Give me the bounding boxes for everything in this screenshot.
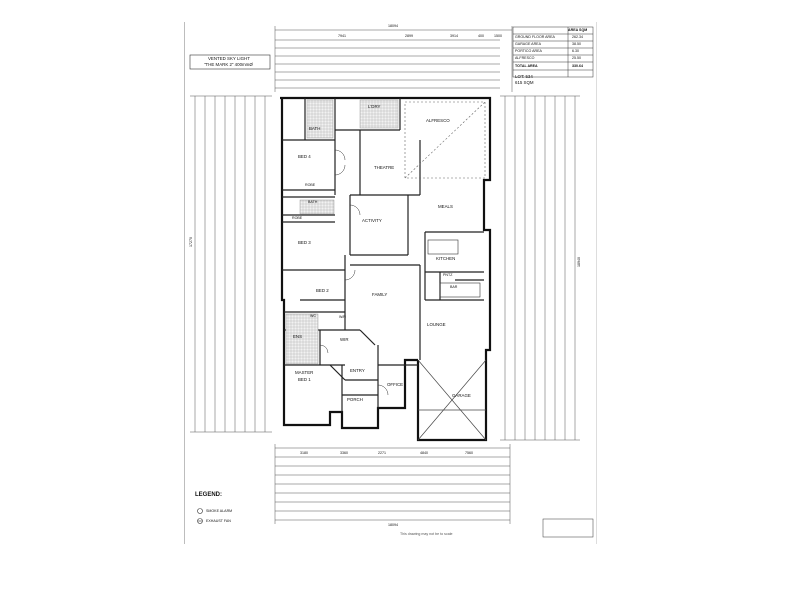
overall-width-top: 18094 — [388, 24, 398, 28]
bottom-dim: 2271 — [378, 451, 386, 455]
bottom-dim: 3360 — [340, 451, 348, 455]
area-row-value: 6.30 — [572, 49, 579, 53]
kitchen-island — [427, 239, 481, 298]
wet-area-hatch — [285, 99, 399, 365]
area-row-label: ALFRESCO — [515, 56, 535, 60]
room-garage: GARAGE — [452, 393, 471, 398]
area-row-value: 262.34 — [572, 35, 583, 39]
area-row-value: 38.50 — [572, 42, 581, 46]
title-block — [542, 518, 594, 538]
bottom-dim: 4840 — [420, 451, 428, 455]
bottom-dim: 3180 — [300, 451, 308, 455]
legend-smoke-alarm: SMOKE ALARM — [206, 509, 233, 513]
room-ensuite: ENS — [293, 334, 303, 339]
skylight-line-2: "THE MARK 2" 400mmØ — [204, 62, 253, 67]
room-kitchen: KITCHEN — [436, 256, 456, 261]
area-row-label: GARAGE AREA — [515, 42, 541, 46]
room-bed-4: BED 4 — [298, 154, 311, 159]
room-wc: WC — [310, 314, 316, 318]
room-office: OFFICE — [387, 382, 404, 387]
lot-number: LOT: 534 — [515, 74, 533, 79]
room-bed-3: BED 3 — [298, 240, 311, 245]
right-dimension-lines — [500, 95, 580, 441]
top-dim: 2899 — [405, 34, 413, 38]
room-meals: MEALS — [438, 204, 453, 209]
area-table-header: AREA SQM — [568, 28, 588, 32]
interior-walls — [282, 98, 484, 412]
room-robe-top: ROBE — [305, 183, 316, 187]
door-swings — [319, 149, 389, 396]
room-bath-mid: BATH — [308, 200, 318, 204]
area-row-label: PORTICO AREA — [515, 49, 542, 53]
overall-width-bottom: 18094 — [388, 523, 398, 527]
room-lounge: LOUNGE — [427, 322, 446, 327]
legend-symbols — [197, 508, 203, 524]
overall-depth-left: 17270 — [189, 237, 193, 247]
room-family: FAMILY — [372, 292, 388, 297]
skylight-line-1: VENTED SKY LIGHT — [208, 56, 250, 61]
top-dim: 7941 — [338, 34, 346, 38]
left-dimension-lines — [190, 95, 272, 433]
area-row-value: 25.50 — [572, 56, 581, 60]
room-bath-top: BATH — [309, 126, 321, 131]
lot-area: 615 SQM — [515, 80, 534, 85]
room-alfresco: ALFRESCO — [426, 118, 450, 123]
top-dim: 3914 — [450, 34, 458, 38]
room-master-line-2: BED 1 — [298, 377, 311, 382]
room-theatre: THEATRE — [374, 165, 395, 170]
room-bar: BAR — [450, 285, 458, 289]
room-laundry: L'DRY — [368, 104, 381, 109]
room-master-line-1: MASTER — [295, 370, 314, 375]
room-pantry: PNTZ — [443, 273, 453, 277]
skylight-box — [189, 54, 271, 70]
room-bed-2: BED 2 — [316, 288, 329, 293]
top-dimension-lines — [274, 26, 513, 92]
top-dim: 1500 — [494, 34, 502, 38]
area-total-label: TOTAL AREA — [515, 64, 538, 68]
bottom-dimension-lines — [274, 444, 511, 524]
room-wir-top: W/R — [339, 315, 346, 319]
scale-note: This drawing may not be to scale — [400, 532, 453, 536]
room-entry: ENTRY — [350, 368, 365, 373]
area-row-label: GROUND FLOOR AREA — [515, 35, 555, 39]
top-dim: 400 — [478, 34, 484, 38]
room-activity: ACTIVITY — [362, 218, 382, 223]
outer-walls — [280, 96, 492, 442]
room-robe-mid: ROBE — [292, 216, 303, 220]
room-porch: PORCH — [347, 397, 363, 402]
area-total-value: 330.64 — [572, 64, 583, 68]
room-wir: WIR — [340, 337, 349, 342]
legend-title: LEGEND: — [195, 492, 222, 498]
garage-hatch — [417, 359, 487, 441]
overall-depth-right: 18940 — [577, 257, 581, 267]
alfresco-outline — [404, 101, 486, 179]
legend-exhaust-fan: EXHAUST FAN — [206, 519, 231, 523]
bottom-dim: 7560 — [465, 451, 473, 455]
area-table-grid — [512, 26, 594, 78]
